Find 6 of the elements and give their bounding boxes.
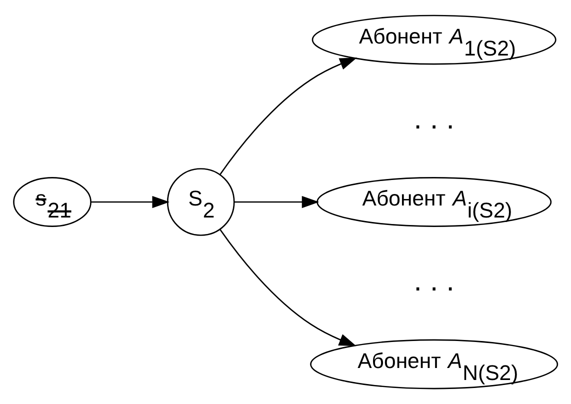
arrow (91, 196, 170, 208)
label: . . . (414, 266, 454, 298)
arrow (234, 196, 320, 208)
arrow (219, 228, 356, 346)
label: . . . (414, 103, 454, 136)
arrow (219, 58, 358, 176)
